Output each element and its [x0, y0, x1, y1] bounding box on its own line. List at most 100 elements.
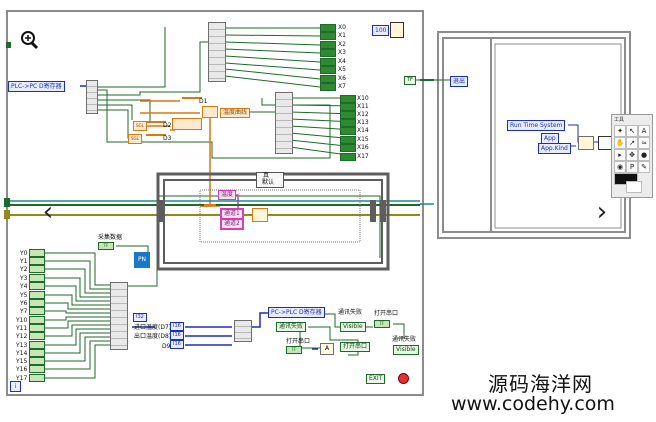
color-copy-tool-icon[interactable]: ✎ [638, 161, 650, 173]
wait-ms-constant[interactable]: 100 [372, 25, 390, 36]
y-input-bool[interactable] [29, 341, 45, 349]
y-input-label: Y1 [20, 258, 28, 265]
unbundle-node[interactable] [86, 80, 98, 114]
x-output-bool[interactable] [340, 127, 356, 135]
tool-palette-node[interactable] [598, 136, 612, 150]
inlet-temp-control[interactable]: I16 [170, 322, 184, 331]
y-input-bool[interactable] [29, 324, 45, 332]
probe-data-icon[interactable]: P [626, 161, 638, 173]
merge-node[interactable] [172, 118, 202, 130]
x-output-bool[interactable] [340, 95, 356, 103]
y-input-bool[interactable] [29, 349, 45, 357]
index-array-node[interactable] [208, 22, 226, 82]
x-output-bool[interactable] [340, 119, 356, 127]
y-input-bool[interactable] [29, 291, 45, 299]
auto-tool-icon[interactable]: ✦ [614, 125, 626, 137]
y-input-bool[interactable] [29, 299, 45, 307]
hand-tool-icon[interactable]: ✋ [614, 137, 626, 149]
next-arrow-icon[interactable]: › [596, 197, 608, 227]
case-selector[interactable] [256, 172, 284, 188]
y-input-bool[interactable] [29, 249, 45, 257]
app-kind-property[interactable]: App.Kind [538, 143, 571, 154]
visible-property-2[interactable]: Visible [393, 345, 419, 355]
zoom-icon[interactable] [20, 30, 40, 50]
d3-indicator[interactable] [146, 134, 166, 136]
text-tool-icon[interactable]: A [638, 125, 650, 137]
channel2-indicator[interactable]: 通道2 [220, 218, 244, 230]
compare-node[interactable] [578, 136, 594, 150]
y-input-label: Y14 [16, 350, 28, 357]
x-output-bool[interactable] [340, 111, 356, 119]
scroll-tool-icon[interactable]: ✥ [626, 149, 638, 161]
y-input-bool[interactable] [29, 257, 45, 265]
x-output-bool[interactable] [340, 144, 356, 152]
x-output-bool[interactable] [320, 66, 336, 74]
exit-button[interactable]: EXIT [366, 374, 386, 384]
x-output-bool[interactable] [340, 136, 356, 144]
y-input-label: Y10 [16, 317, 28, 324]
zero-constant[interactable] [204, 204, 216, 206]
position-tool-icon[interactable]: ↗ [626, 137, 638, 149]
run-time-system-constant[interactable]: Run Time System [507, 120, 566, 131]
exit-local-variable[interactable]: 退出 [450, 76, 469, 87]
bg-color-icon[interactable] [626, 181, 642, 193]
y-input-bool[interactable] [29, 316, 45, 324]
build-array-node[interactable] [110, 282, 128, 350]
x-output-bool[interactable] [320, 24, 336, 32]
index-array-node-2[interactable] [275, 92, 293, 154]
write-chart-node[interactable] [252, 208, 268, 222]
y-input-bool[interactable] [29, 274, 45, 282]
x-output-bool[interactable] [320, 75, 336, 83]
probe-tool-icon[interactable]: ● [638, 149, 650, 161]
wire-tool-icon[interactable]: ≈ [638, 137, 650, 149]
y-input-bool[interactable] [29, 365, 45, 373]
outlet-temp-control[interactable]: I16 [170, 331, 184, 340]
and-node[interactable]: A [320, 343, 334, 355]
x-output-bool[interactable] [340, 103, 356, 111]
stop-icon[interactable] [398, 373, 409, 384]
x-output-bool[interactable] [320, 32, 336, 40]
wait-ms-icon[interactable] [390, 22, 404, 38]
x-output-label: X16 [357, 144, 369, 151]
sgl-convert[interactable]: SGL [133, 121, 147, 131]
x-output-label: X2 [338, 41, 346, 48]
bundle-waveform[interactable] [202, 106, 218, 118]
operate-tool-icon[interactable]: ↖ [626, 125, 638, 137]
temp-curve-chart[interactable]: 温度曲线 [220, 108, 251, 118]
sgl-convert-2[interactable]: SGL [128, 134, 142, 144]
y-input-bool[interactable] [29, 357, 45, 365]
x-output-label: X12 [357, 111, 369, 118]
pn-indicator[interactable]: PN [134, 252, 150, 268]
open-port-bool-2[interactable]: TF [286, 346, 302, 354]
shortcut-tool-icon[interactable]: ▸ [614, 149, 626, 161]
x-output-bool[interactable] [320, 83, 336, 91]
open-port-property[interactable]: 打开串口 [340, 342, 371, 352]
pc-to-plc-register[interactable]: PC->PLC D寄存器 [268, 307, 325, 318]
x-output-bool[interactable] [320, 49, 336, 57]
y-input-bool[interactable] [29, 332, 45, 340]
x-output-bool[interactable] [340, 153, 356, 161]
previous-arrow-icon[interactable]: ‹ [42, 197, 54, 227]
visible-property[interactable]: Visible [340, 322, 366, 332]
x-output-label: X5 [338, 66, 346, 73]
channel1-indicator[interactable]: 通道1 [220, 208, 244, 220]
d9-control[interactable]: I16 [170, 340, 184, 349]
breakpoint-tool-icon[interactable]: ◉ [614, 161, 626, 173]
y-input-bool[interactable] [29, 374, 45, 382]
y-input-bool[interactable] [29, 307, 45, 315]
tools-palette[interactable]: 工具 ✦ ↖ A ✋ ↗ ≈ ▸ ✥ ● ◉ P ✎ [611, 114, 653, 198]
exit-tunnel[interactable]: TF [404, 76, 416, 85]
y-input-bool[interactable] [29, 265, 45, 273]
comm-fail-property[interactable]: 通讯失败 [276, 322, 307, 332]
plc-to-pc-register[interactable]: PLC->PC D寄存器 [8, 81, 65, 92]
temperature-indicator[interactable]: 温度 [218, 190, 237, 200]
collect-data-bool[interactable]: TF [98, 242, 114, 250]
i32-constant[interactable]: I32 [133, 313, 147, 322]
x-output-bool[interactable] [320, 58, 336, 66]
y-input-bool[interactable] [29, 282, 45, 290]
bundle-node[interactable] [234, 320, 252, 342]
d1-indicator[interactable] [182, 97, 202, 99]
open-port-bool[interactable]: TF [374, 320, 390, 328]
open-port-label-2: 打开串口 [286, 338, 311, 345]
x-output-bool[interactable] [320, 41, 336, 49]
